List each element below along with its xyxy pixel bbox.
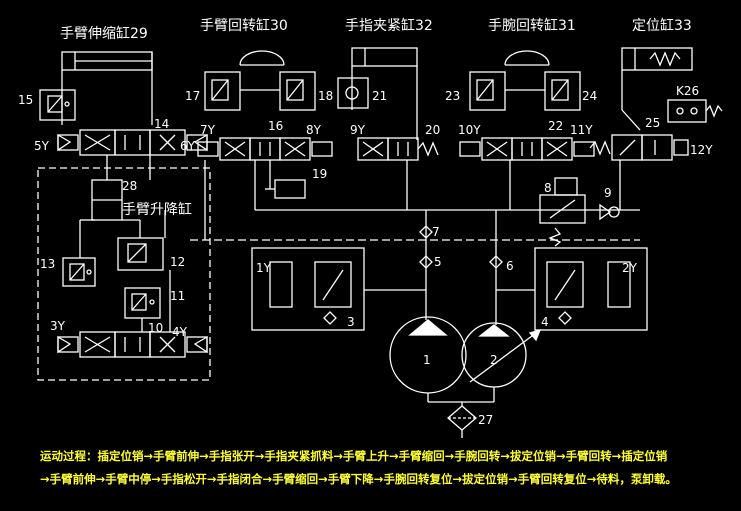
label-19: 19 (312, 167, 327, 181)
valve-8 (539, 177, 586, 247)
label-17: 17 (185, 89, 200, 103)
motion-sequence-line-2: →手臂前伸→手臂中停→手指松开→手指闭合→手臂缩回→手臂下降→手腕回转复位→拔定… (40, 472, 677, 486)
label-1y: 1Y (256, 261, 272, 275)
label-k26: K26 (676, 84, 699, 98)
title-arm-extend: 手臂伸缩缸29 (60, 25, 148, 42)
motion-sequence-line-1: 运动过程：插定位销→手臂前伸→手指张开→手指夹紧抓料→手臂上升→手臂缩回→手腕回… (40, 449, 668, 463)
label-6y: 6Y (180, 139, 196, 153)
label-28: 28 (122, 179, 137, 193)
title-arm-lift: 手臂升降缸 (122, 201, 192, 218)
label-12: 12 (170, 255, 185, 269)
label-5: 5 (434, 255, 442, 269)
filter-27 (447, 405, 477, 431)
valve-16 (197, 137, 333, 161)
label-21: 21 (372, 89, 387, 103)
label-16: 16 (268, 119, 283, 133)
relief-valve-3 (251, 247, 365, 331)
cylinder-33 (621, 47, 693, 131)
title-locate: 定位缸33 (632, 17, 692, 34)
label-6: 6 (506, 259, 514, 273)
check-valve-6 (489, 255, 503, 269)
valve-11 (124, 287, 161, 319)
label-23: 23 (445, 89, 460, 103)
label-15: 15 (18, 93, 33, 107)
label-12y: 12Y (690, 143, 713, 157)
label-22: 22 (548, 119, 563, 133)
label-8y: 8Y (306, 123, 322, 137)
label-2: 2 (490, 353, 498, 367)
switch-k26 (667, 99, 723, 123)
label-7: 7 (432, 225, 440, 239)
cylinder-29 (61, 51, 153, 125)
label-11: 11 (170, 289, 185, 303)
valve-13 (62, 257, 96, 287)
label-2y: 2Y (622, 261, 638, 275)
label-3: 3 (347, 315, 355, 329)
valve-20 (357, 137, 439, 161)
valve-14 (57, 129, 208, 156)
label-9y: 9Y (350, 123, 366, 137)
check-valve-7 (419, 225, 433, 239)
relief-valve-4 (534, 247, 648, 331)
label-27: 27 (478, 413, 493, 427)
check-valve-9 (599, 203, 620, 221)
title-finger-clamp: 手指夹紧缸32 (345, 17, 433, 34)
label-4: 4 (541, 315, 549, 329)
valve-21 (337, 77, 369, 109)
cylinder-31 (469, 50, 581, 111)
label-5y: 5Y (34, 139, 50, 153)
label-4y: 4Y (172, 325, 188, 339)
cylinder-28 (91, 165, 123, 221)
label-1: 1 (423, 353, 431, 367)
valve-25 (589, 134, 689, 161)
label-3y: 3Y (50, 319, 66, 333)
label-24: 24 (582, 89, 597, 103)
label-10: 10 (148, 321, 163, 335)
valve-12 (117, 237, 164, 271)
title-arm-rotate: 手臂回转缸30 (200, 17, 288, 34)
label-9: 9 (604, 186, 612, 200)
valve-19 (265, 160, 306, 199)
label-14: 14 (154, 117, 169, 131)
label-11y: 11Y (570, 123, 593, 137)
pump-2 (461, 322, 542, 388)
label-18: 18 (318, 89, 333, 103)
valve-15 (39, 89, 76, 121)
label-7y: 7Y (200, 123, 216, 137)
cylinder-30 (204, 50, 316, 111)
label-20: 20 (425, 123, 440, 137)
label-25: 25 (645, 116, 660, 130)
valve-10 (57, 331, 208, 358)
title-wrist-rotate: 手腕回转缸31 (488, 17, 576, 34)
label-13: 13 (40, 257, 55, 271)
check-valve-5 (419, 255, 433, 269)
label-10y: 10Y (458, 123, 481, 137)
cylinder-32 (351, 47, 418, 140)
valve-22 (459, 137, 595, 161)
label-8: 8 (544, 181, 552, 195)
